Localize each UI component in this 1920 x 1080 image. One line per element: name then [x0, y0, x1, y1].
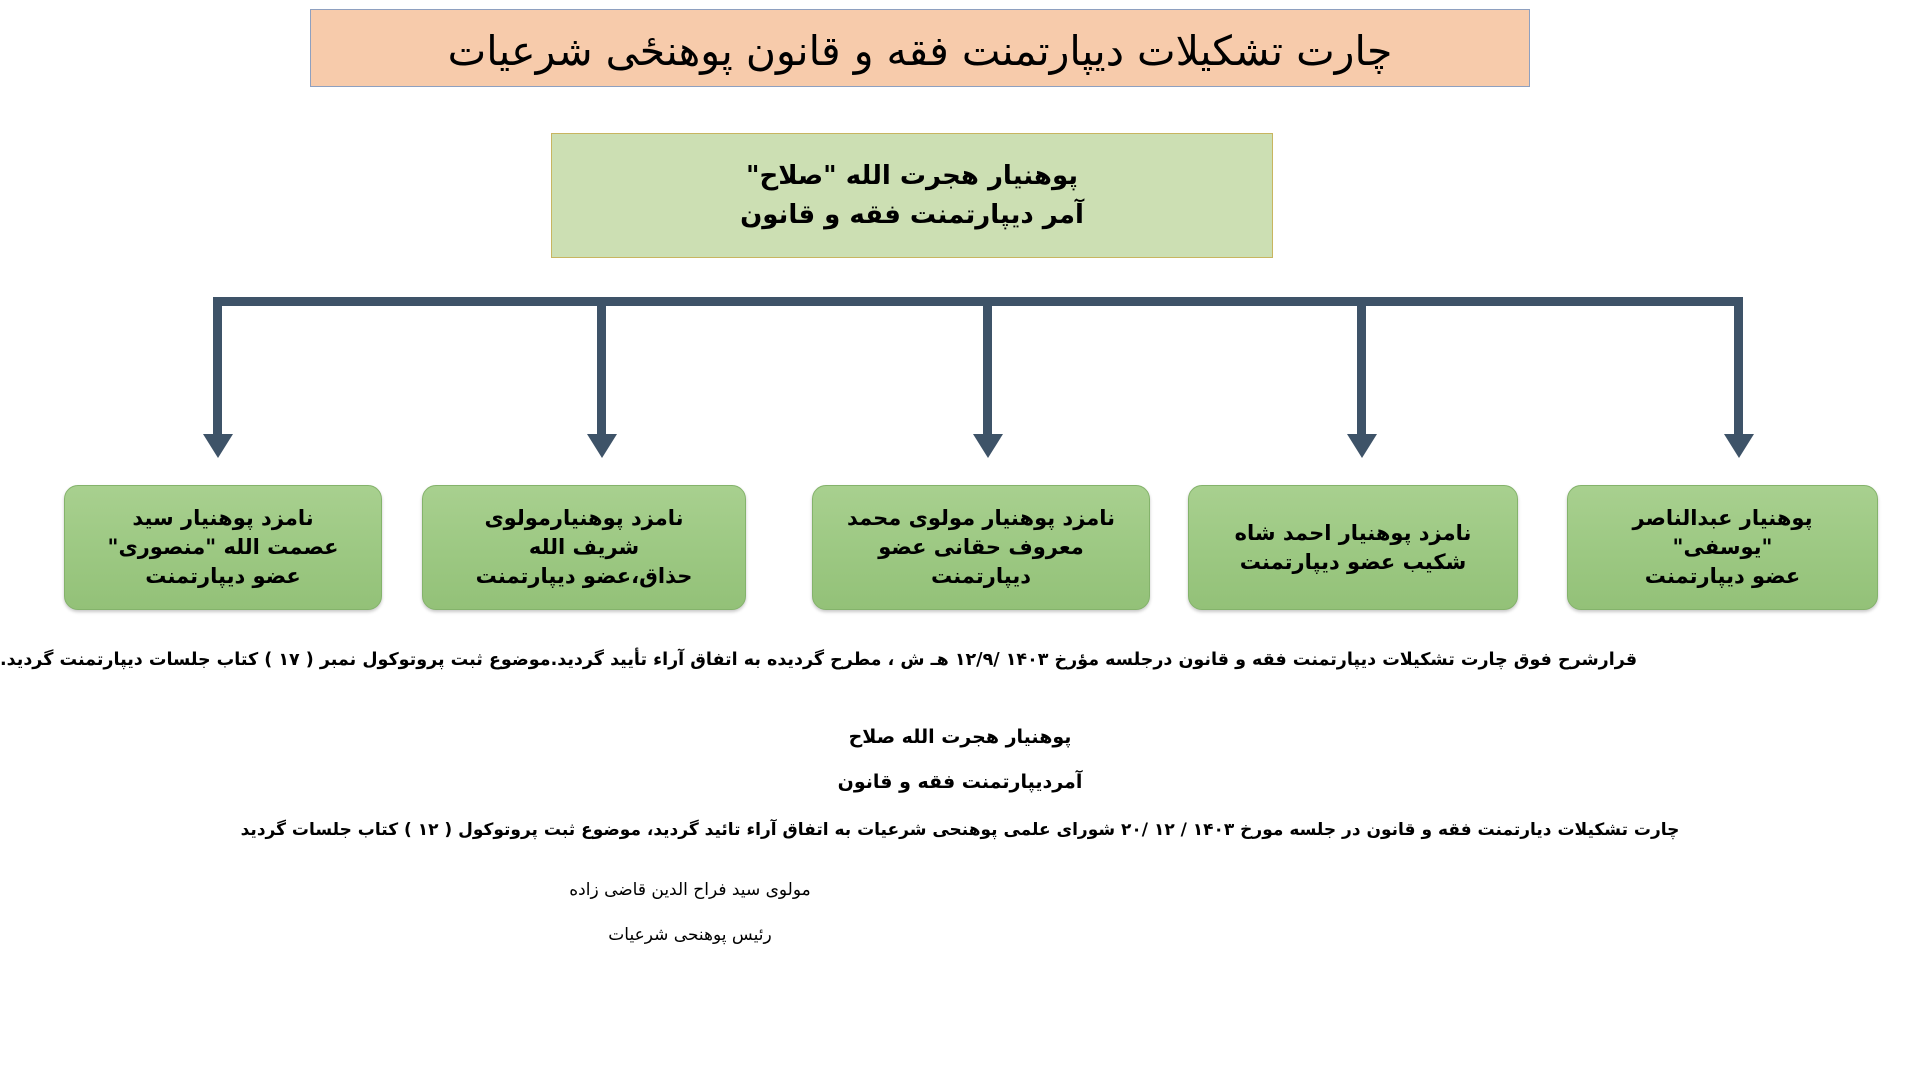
arrow-head-icon-2: [587, 434, 617, 458]
arrow-head-icon-3: [973, 434, 1003, 458]
arrow-head-icon-4: [1347, 434, 1377, 458]
org-node-member-1: پوهنیار عبدالناصر"یوسفی"عضو دیپارتمنت: [1567, 485, 1878, 610]
approval-paragraph-1: قرارشرح فوق چارت تشکیلات دیپارتمنت فقه و…: [0, 650, 1865, 670]
arrow-head-icon-5: [1724, 434, 1754, 458]
connector-vertical-5: [1734, 297, 1743, 437]
connector-vertical-1: [213, 297, 222, 437]
org-node-department-head: پوهنیار هجرت الله "صلاح" آمر دیپارتمنت ف…: [551, 133, 1273, 258]
connector-vertical-3: [983, 297, 992, 437]
signature-1-name: پوهنیار هجرت الله صلاح: [848, 726, 1072, 748]
connector-vertical-4: [1357, 297, 1366, 437]
page-title: چارت تشکیلات دیپارتمنت فقه و قانون پوهنځ…: [447, 27, 1393, 76]
org-node-member-1-text: پوهنیار عبدالناصر"یوسفی"عضو دیپارتمنت: [1632, 506, 1813, 588]
approval-paragraph-2: چارت تشکیلات دیارتمنت فقه و قانون در جلس…: [240, 820, 1680, 840]
signature-1-title: آمردیپارتمنت فقه و قانون: [837, 771, 1083, 793]
chart-title-banner: چارت تشکیلات دیپارتمنت فقه و قانون پوهنځ…: [310, 9, 1530, 87]
signature-2-name: مولوی سید فراح الدین قاضی زاده: [569, 880, 811, 900]
connector-horizontal-bus: [213, 297, 1743, 306]
head-node-name: پوهنیار هجرت الله "صلاح": [745, 161, 1079, 192]
arrow-head-icon-1: [203, 434, 233, 458]
head-node-title: آمر دیپارتمنت فقه و قانون: [740, 199, 1084, 230]
approval-paragraph-1-text: قرارشرح فوق چارت تشکیلات دیپارتمنت فقه و…: [0, 650, 1638, 670]
signature-2-title: رئیس پوهنحی شرعیات: [608, 925, 772, 945]
connector-vertical-2: [597, 297, 606, 437]
